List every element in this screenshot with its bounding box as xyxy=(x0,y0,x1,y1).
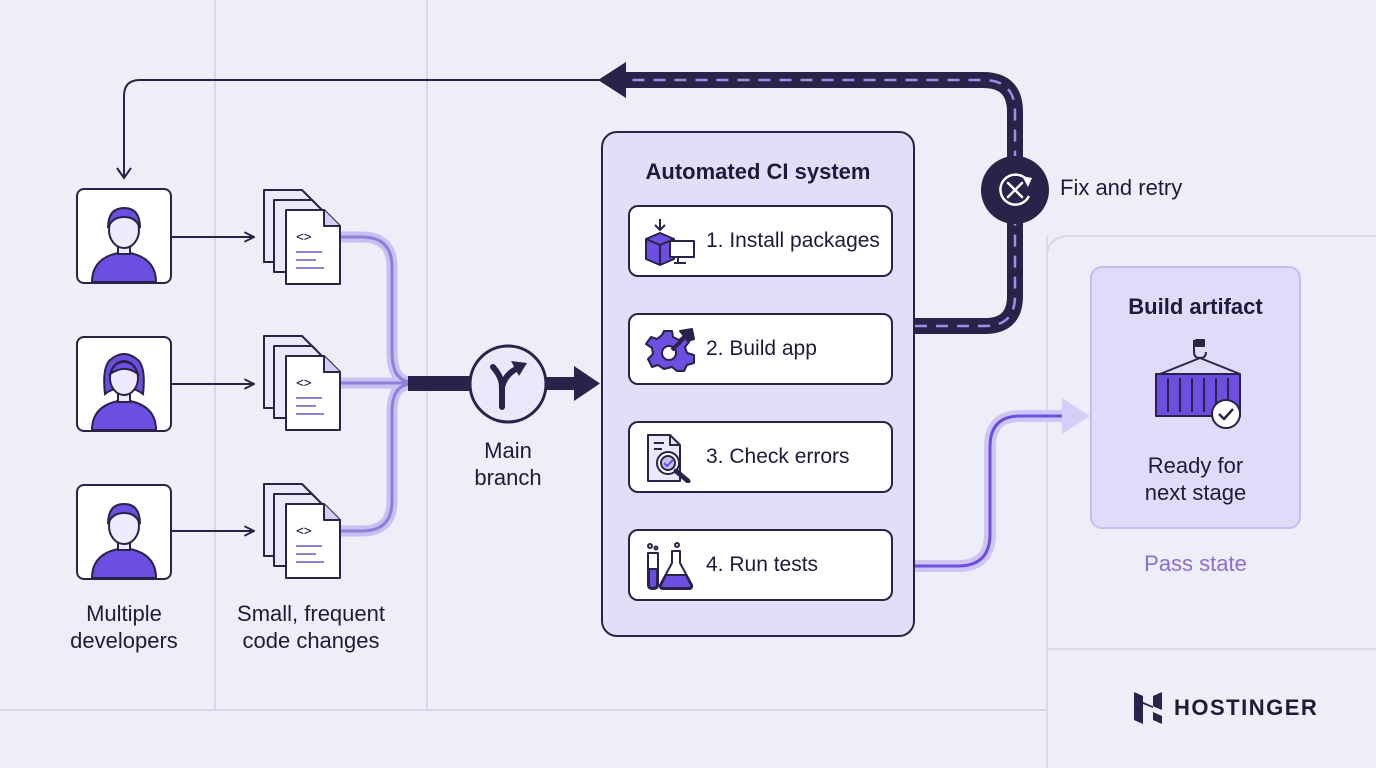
merge-path-3 xyxy=(334,378,418,537)
step-label: 2. Build app xyxy=(706,337,817,360)
retry-x-icon xyxy=(981,156,1049,224)
code-change-stack: <> xyxy=(262,482,344,587)
grid-line xyxy=(426,0,428,710)
return-line xyxy=(123,79,606,176)
retry-node xyxy=(979,154,1051,231)
artifact-title: Build artifact xyxy=(1128,294,1263,319)
grid-corner xyxy=(1046,235,1376,264)
grid-line xyxy=(0,709,1047,711)
grid-line xyxy=(1046,236,1048,768)
ci-step-tests: 4. Run tests xyxy=(628,529,893,601)
step-label: 1. Install packages xyxy=(706,229,880,252)
package-install-icon xyxy=(642,217,698,272)
hostinger-logo-icon xyxy=(1134,692,1162,724)
branch-output-arrowhead xyxy=(574,366,600,401)
pass-arrowhead xyxy=(1062,398,1090,434)
retry-loop-arrowhead xyxy=(598,62,626,98)
person-icon xyxy=(90,353,158,430)
developer-avatar xyxy=(76,336,172,432)
code-glyph: <> xyxy=(296,230,312,245)
merge-path-1 xyxy=(334,231,418,388)
developer-avatar xyxy=(76,484,172,580)
document-stack-icon xyxy=(263,335,341,431)
gear-hammer-icon xyxy=(642,325,698,380)
person-icon xyxy=(90,502,158,578)
code-glyph: <> xyxy=(296,376,312,391)
pass-path-glow xyxy=(893,410,1066,572)
document-magnifier-icon xyxy=(642,433,698,488)
step-label: 4. Run tests xyxy=(706,553,819,576)
shipping-container-check-icon xyxy=(1152,338,1248,439)
branch-output-bar xyxy=(546,377,580,390)
ci-title: Automated CI system xyxy=(645,159,871,184)
return-arrowhead xyxy=(116,167,132,180)
ci-step-install: 1. Install packages xyxy=(628,205,893,277)
person-icon xyxy=(90,206,158,282)
ci-system-panel: Automated CI system 1. Install packages xyxy=(601,131,915,637)
merge-core-3 xyxy=(340,382,413,533)
branch-input-bar xyxy=(408,376,470,391)
code-glyph: <> xyxy=(296,524,312,539)
document-stack-icon xyxy=(263,483,341,579)
brand-logo: HOSTINGER xyxy=(1132,690,1318,726)
step-label: 3. Check errors xyxy=(706,445,850,468)
grid-line xyxy=(1047,648,1376,650)
ci-step-build: 2. Build app xyxy=(628,313,893,385)
grid-line xyxy=(214,0,216,710)
document-stack-icon xyxy=(263,189,341,285)
brand-name: HOSTINGER xyxy=(1174,695,1319,720)
developer-avatar xyxy=(76,188,172,284)
pass-state-label: Pass state xyxy=(1144,551,1247,576)
ci-step-check: 3. Check errors xyxy=(628,421,893,493)
test-tubes-flask-icon xyxy=(642,541,698,596)
retry-label: Fix and retry xyxy=(1060,175,1183,200)
merge-core-1 xyxy=(340,235,413,384)
code-change-stack: <> xyxy=(262,188,344,293)
main-branch-node xyxy=(467,343,549,430)
pass-path xyxy=(893,414,1066,568)
branch-merge-icon xyxy=(468,344,548,424)
code-change-stack: <> xyxy=(262,334,344,439)
